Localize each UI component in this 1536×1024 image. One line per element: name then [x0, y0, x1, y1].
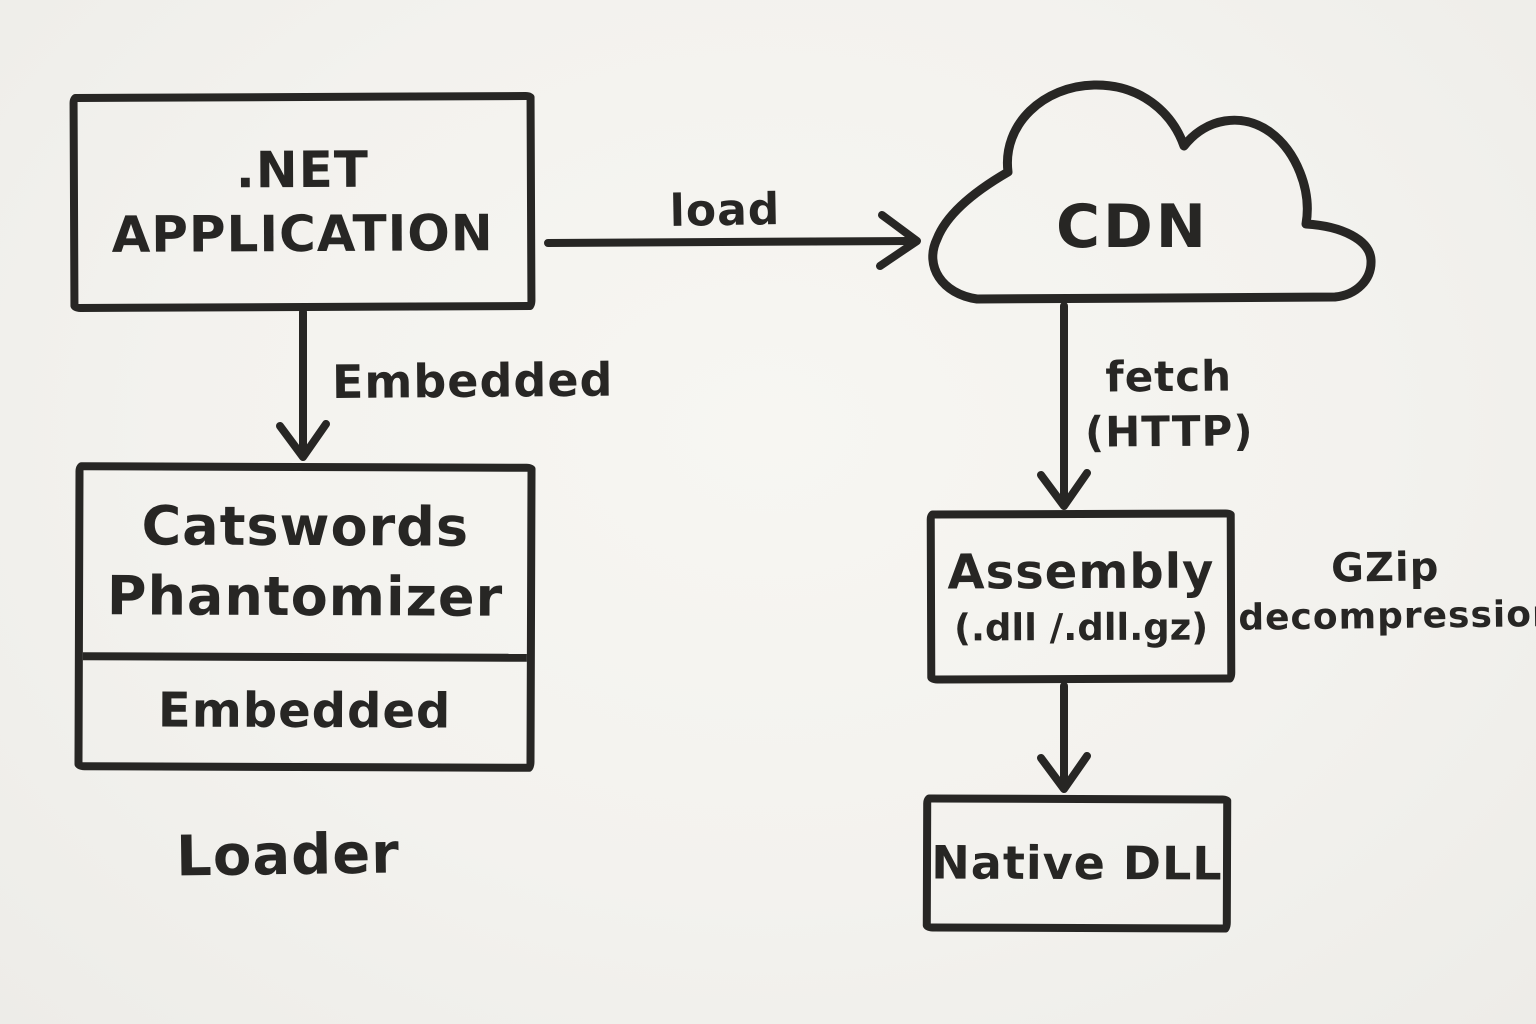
cdn-node-label: CDN	[1055, 192, 1210, 262]
phantomizer-embedded-section: Embedded	[82, 652, 527, 764]
fetch-arrow	[1037, 302, 1091, 510]
load-edge-label: load	[669, 184, 781, 237]
embedded-arrow	[276, 308, 330, 461]
decompress-arrow	[1037, 682, 1091, 793]
dotnet-application-node: .NET APPLICATION	[69, 91, 536, 313]
fetch-edge-label: fetch (HTTP)	[1084, 351, 1254, 457]
embedded-edge-label: Embedded	[331, 352, 614, 410]
load-arrow	[544, 211, 921, 270]
cdn-cloud-icon	[928, 80, 1376, 304]
assembly-label: Assembly (.dll /.dll.gz)	[947, 543, 1215, 649]
gzip-decompression-annotation: GZip decompression	[1238, 544, 1536, 639]
dotnet-application-label: .NET APPLICATION	[111, 140, 494, 264]
assembly-node: Assembly (.dll /.dll.gz)	[926, 509, 1236, 684]
loader-caption: Loader	[175, 821, 401, 890]
phantomizer-node: Catswords Phantomizer Embedded	[74, 462, 536, 772]
phantomizer-title: Catswords Phantomizer	[106, 494, 504, 629]
native-dll-node: Native DLL	[922, 794, 1232, 933]
